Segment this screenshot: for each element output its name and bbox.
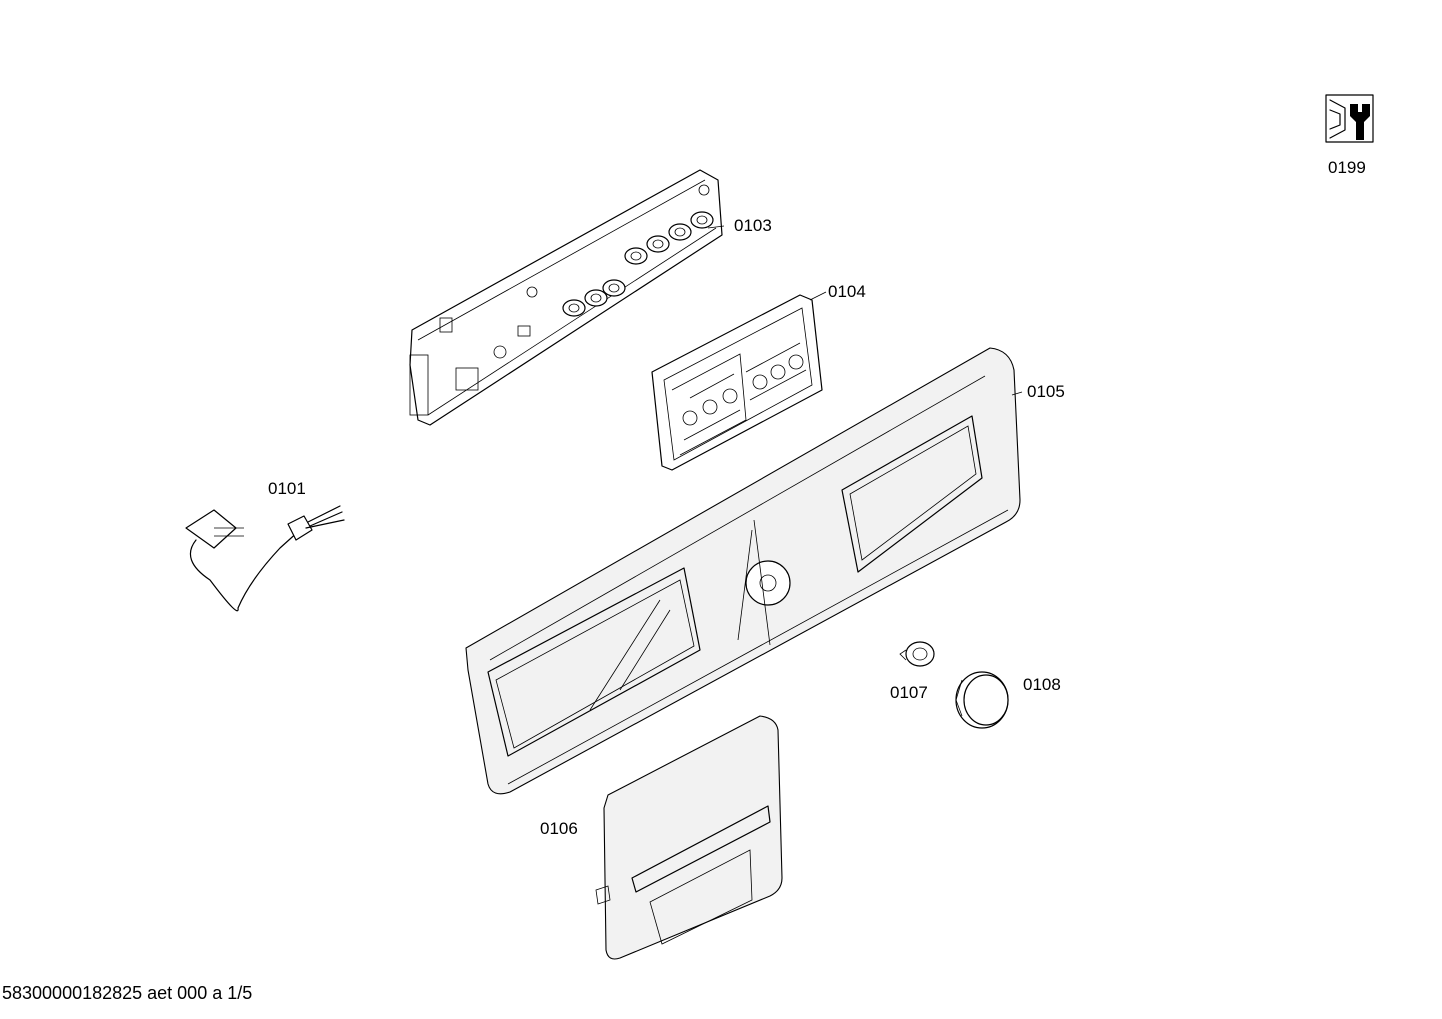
document-reference: 58300000182825 aet 000 a 1/5 <box>2 983 253 1003</box>
part-label-0199: 0199 <box>1328 158 1366 177</box>
part-0107-knob-insert <box>899 641 935 667</box>
part-label-0108: 0108 <box>1023 675 1061 694</box>
part-0106-drawer-handle <box>595 715 783 960</box>
leader-lines <box>707 225 1023 396</box>
part-0103-control-board <box>409 169 723 426</box>
part-label-0105: 0105 <box>1027 382 1065 401</box>
wrench-bolt-icon <box>1325 94 1374 143</box>
part-label-0107: 0107 <box>890 683 928 702</box>
part-label-0101: 0101 <box>268 479 306 498</box>
part-label-0106: 0106 <box>540 819 578 838</box>
part-0105-fascia-panel <box>465 347 1021 795</box>
part-0108-rotary-knob <box>955 671 1009 729</box>
part-label-0104: 0104 <box>828 282 866 301</box>
part-label-0103: 0103 <box>734 216 772 235</box>
part-0101-mains-cable <box>185 505 345 612</box>
part-0104-button-holder <box>651 294 823 471</box>
